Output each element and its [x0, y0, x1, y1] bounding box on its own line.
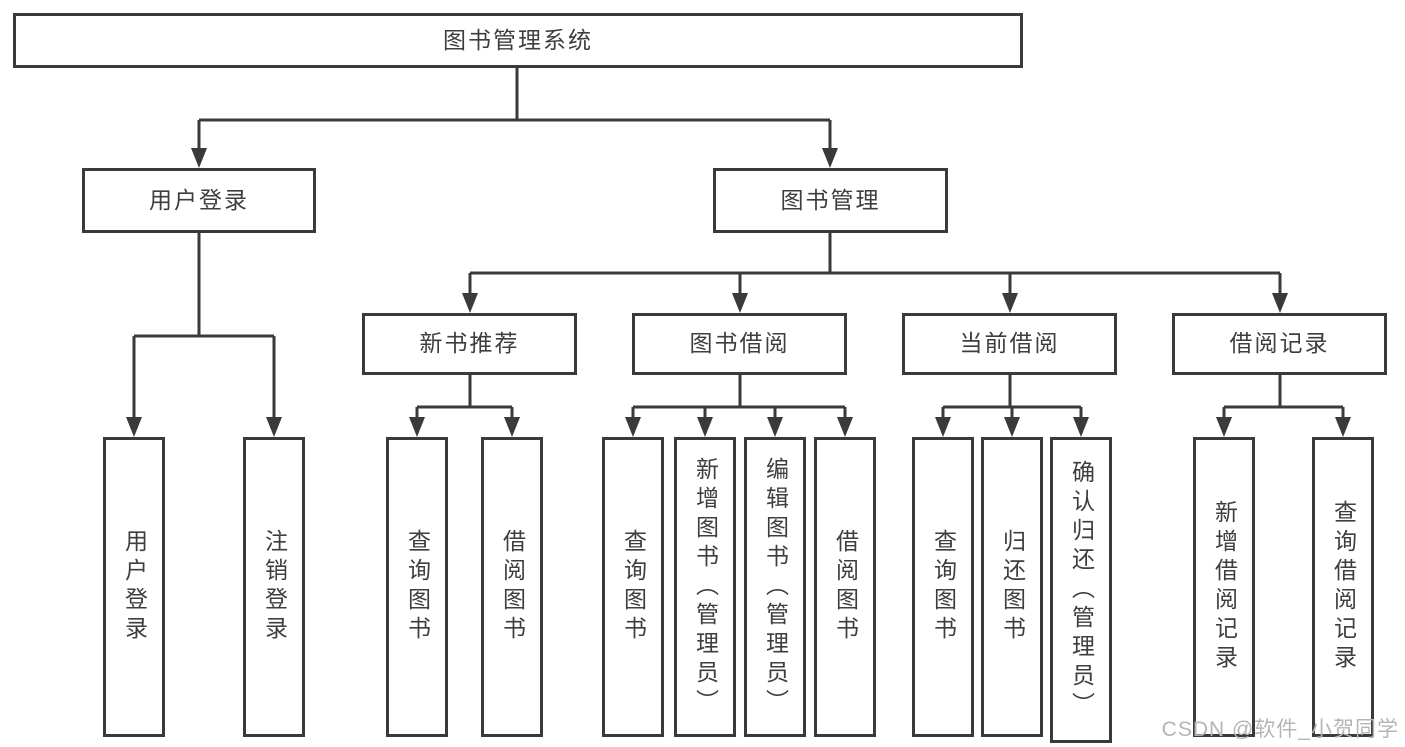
watermark: CSDN @软件_小贺同学 [1161, 718, 1399, 741]
leaf-query-books-2-label: 查询图书 [620, 529, 647, 645]
leaf-query-books-2: 查询图书 [602, 437, 664, 737]
leaf-add-book-admin: 新增图书（管理员） [674, 437, 736, 737]
node-book-management-label: 图书管理 [780, 186, 881, 213]
leaf-borrow-books-1-label: 借阅图书 [499, 529, 526, 645]
leaf-borrow-books-2-label: 借阅图书 [832, 529, 859, 645]
leaf-edit-book-admin: 编辑图书（管理员） [744, 437, 806, 737]
leaf-confirm-return-admin-label: 确认归还（管理员） [1068, 459, 1095, 721]
node-user-login-label: 用户登录 [149, 186, 249, 213]
leaf-borrow-books-1: 借阅图书 [481, 437, 543, 737]
node-new-book-recommend-label: 新书推荐 [419, 330, 520, 357]
leaf-user-login: 用户登录 [103, 437, 165, 737]
leaf-user-login-label: 用户登录 [121, 529, 148, 645]
node-current-borrow: 当前借阅 [902, 313, 1117, 375]
node-borrow-records-label: 借阅记录 [1229, 330, 1330, 357]
leaf-add-borrow-record: 新增借阅记录 [1193, 437, 1255, 737]
node-book-borrow: 图书借阅 [632, 313, 847, 375]
leaf-query-borrow-record: 查询借阅记录 [1312, 437, 1374, 737]
node-root: 图书管理系统 [13, 13, 1023, 68]
node-root-label: 图书管理系统 [443, 26, 593, 53]
leaf-return-book-label: 归还图书 [999, 529, 1026, 645]
leaf-confirm-return-admin: 确认归还（管理员） [1050, 437, 1112, 743]
leaf-logout: 注销登录 [243, 437, 305, 737]
leaf-query-books-1-label: 查询图书 [404, 529, 431, 645]
leaf-query-books-3: 查询图书 [912, 437, 974, 737]
node-new-book-recommend: 新书推荐 [362, 313, 577, 375]
node-user-login: 用户登录 [82, 168, 316, 233]
node-book-management: 图书管理 [713, 168, 948, 233]
leaf-query-books-1: 查询图书 [386, 437, 448, 737]
leaf-logout-label: 注销登录 [261, 529, 288, 645]
leaf-borrow-books-2: 借阅图书 [814, 437, 876, 737]
node-current-borrow-label: 当前借阅 [959, 330, 1060, 357]
leaf-edit-book-admin-label: 编辑图书（管理员） [762, 456, 789, 718]
leaf-add-borrow-record-label: 新增借阅记录 [1211, 500, 1238, 674]
leaf-query-books-3-label: 查询图书 [930, 529, 957, 645]
node-book-borrow-label: 图书借阅 [689, 330, 790, 357]
node-borrow-records: 借阅记录 [1172, 313, 1387, 375]
leaf-return-book: 归还图书 [981, 437, 1043, 737]
leaf-query-borrow-record-label: 查询借阅记录 [1330, 500, 1357, 674]
leaf-add-book-admin-label: 新增图书（管理员） [692, 456, 719, 718]
